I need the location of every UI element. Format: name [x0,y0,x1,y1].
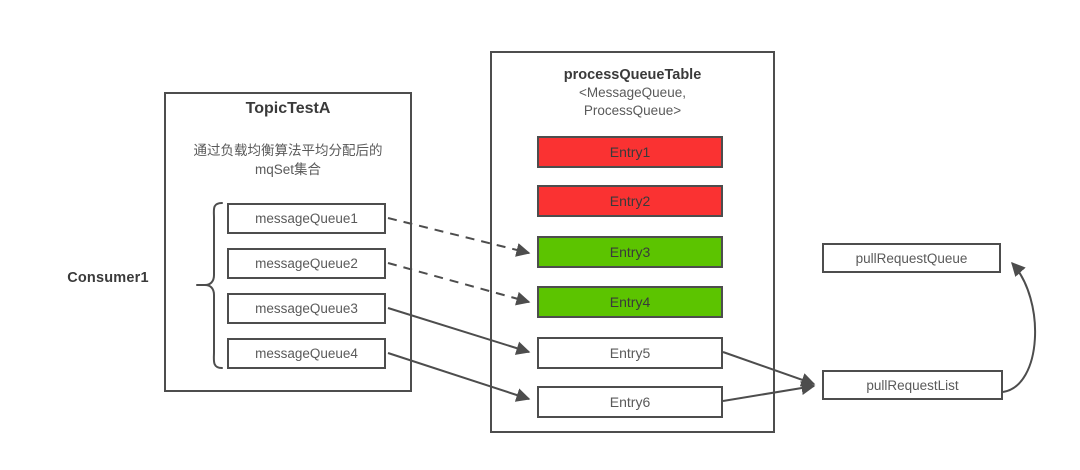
message-queue-box-2[interactable]: messageQueue2 [227,248,386,279]
entry-box-4[interactable]: Entry4 [537,286,723,318]
process-queue-table-title: processQueueTable [563,67,702,83]
message-queue-box-3[interactable]: messageQueue3 [227,293,386,324]
entry-box-5[interactable]: Entry5 [537,337,723,369]
process-queue-table-container [490,51,775,433]
pull-request-queue-box[interactable]: pullRequestQueue [822,243,1001,273]
topic-container [164,92,412,392]
generic-type-line-1: <MessageQueue, [579,85,686,100]
topic-description: 通过负载均衡算法平均分配后的 mqSet集合 [166,141,410,179]
entry-box-2[interactable]: Entry2 [537,185,723,217]
consumer-label: Consumer1 [67,270,149,286]
generic-type-line-2: ProcessQueue> [583,103,682,118]
edge-pullrequestlist-pullrequestqueue [1002,261,1037,393]
entry-box-1[interactable]: Entry1 [537,136,723,168]
entry-box-3[interactable]: Entry3 [537,236,723,268]
message-queue-box-4[interactable]: messageQueue4 [227,338,386,369]
topic-description-line-1: 通过负载均衡算法平均分配后的 [193,143,383,158]
pull-request-list-box[interactable]: pullRequestList [822,370,1003,400]
entry-box-6[interactable]: Entry6 [537,386,723,418]
process-queue-table-generic-type: <MessageQueue, ProcessQueue> [490,84,775,120]
topic-description-line-2: mqSet集合 [254,162,322,177]
message-queue-box-1[interactable]: messageQueue1 [227,203,386,234]
topic-title: TopicTestA [245,100,331,117]
